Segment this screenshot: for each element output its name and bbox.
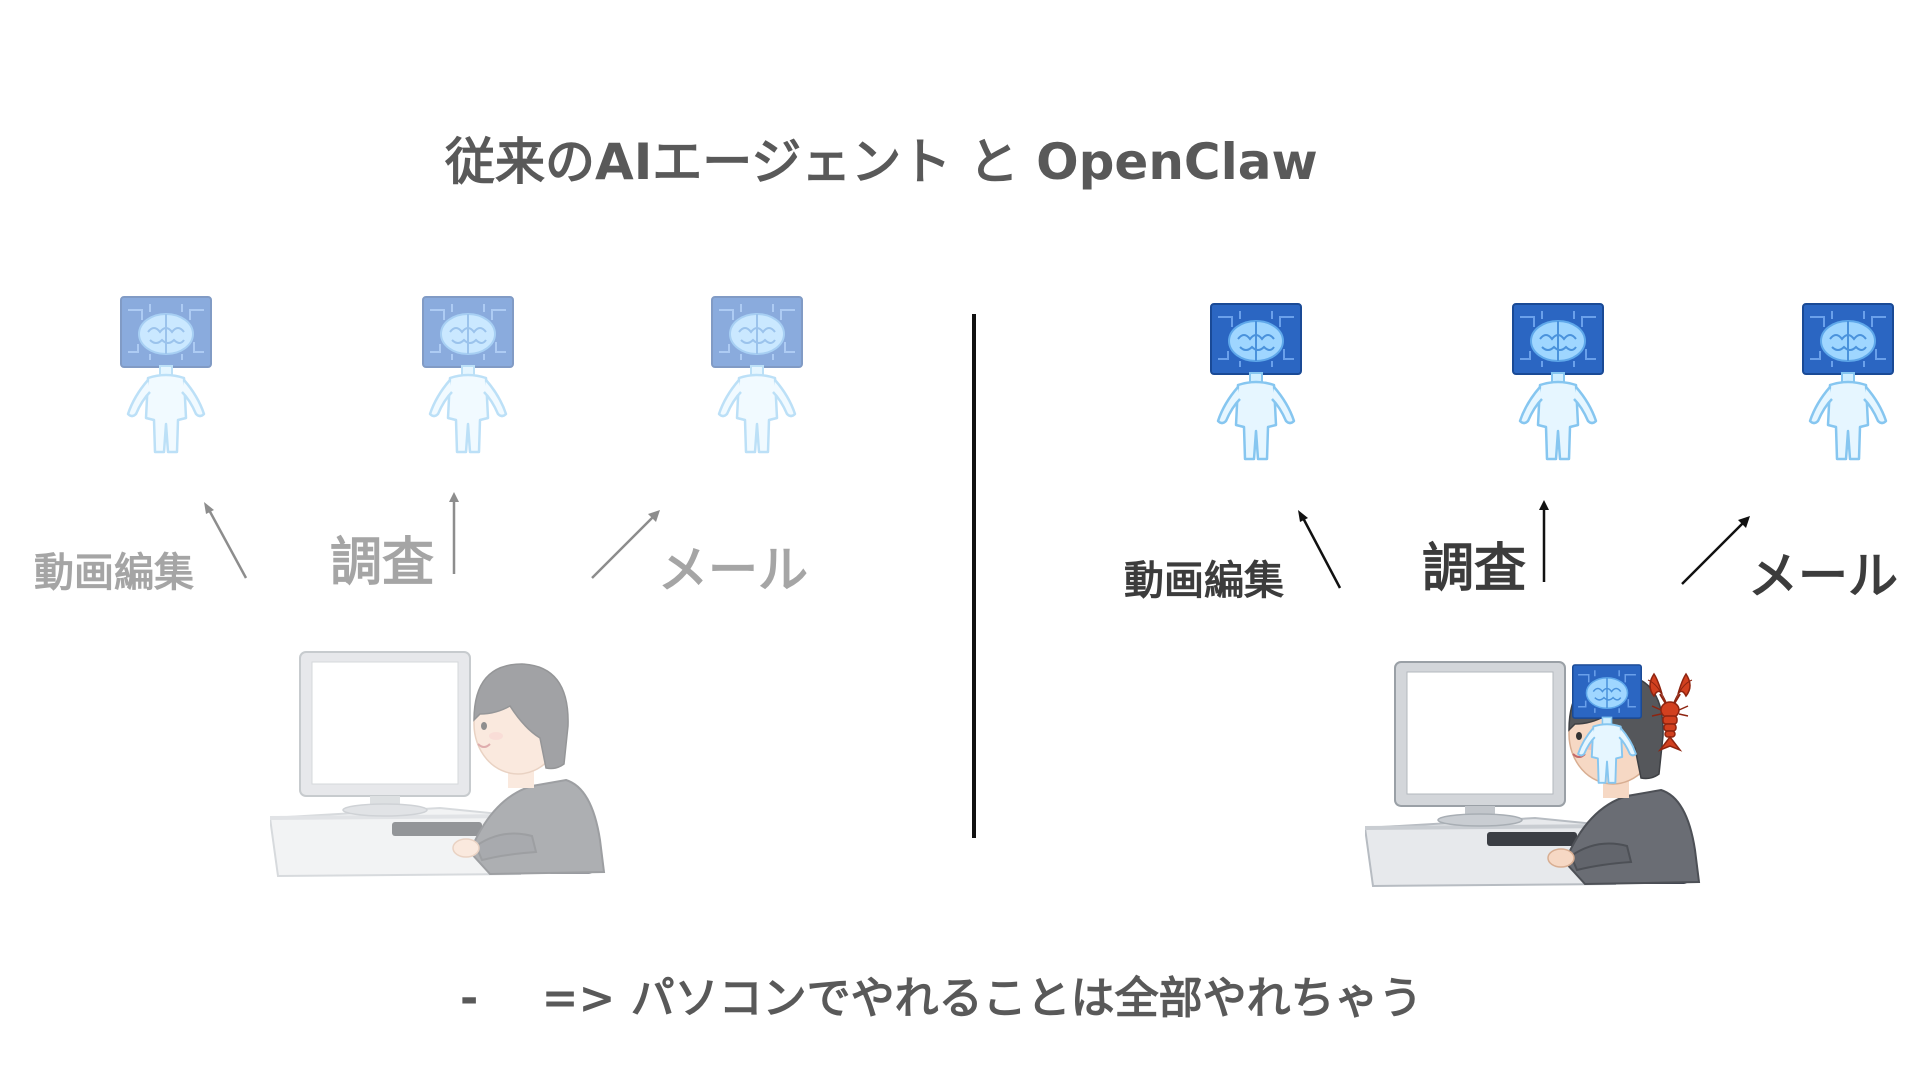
ai-robot-icon <box>711 296 803 456</box>
arrow-mail-left <box>591 510 660 579</box>
arrow-research-right <box>1539 500 1549 582</box>
slide-title: 従来のAIエージェント と OpenClaw <box>445 133 1318 191</box>
label-research-right: 調査 <box>1422 539 1527 599</box>
ai-robot-icon <box>422 296 514 456</box>
label-video-edit-left: 動画編集 <box>34 550 194 596</box>
conclusion-text: - => パソコンでやれることは全部やれちゃう <box>460 962 1423 1026</box>
label-video-edit-right: 動画編集 <box>1124 558 1284 604</box>
ai-robot-icon <box>120 296 212 456</box>
arrow-video-edit-right <box>1298 510 1342 589</box>
person-at-computer-icon <box>270 640 610 880</box>
ai-robot-icon <box>1802 303 1894 463</box>
ai-robot-icon <box>1210 303 1302 463</box>
label-mail-left: メール <box>658 541 808 599</box>
conclusion-body: => パソコンでやれることは全部やれちゃう <box>541 973 1423 1024</box>
arrow-video-edit-left <box>204 502 248 579</box>
arrow-research-left <box>449 492 459 574</box>
ai-robot-head-icon <box>1572 664 1642 786</box>
arrow-mail-right <box>1681 516 1750 585</box>
label-mail-right: メール <box>1748 547 1898 605</box>
ai-robot-icon <box>1512 303 1604 463</box>
center-divider <box>972 314 976 838</box>
conclusion-bullet: - <box>460 973 479 1024</box>
lobster-icon <box>1647 672 1693 752</box>
label-research-left: 調査 <box>330 533 435 593</box>
